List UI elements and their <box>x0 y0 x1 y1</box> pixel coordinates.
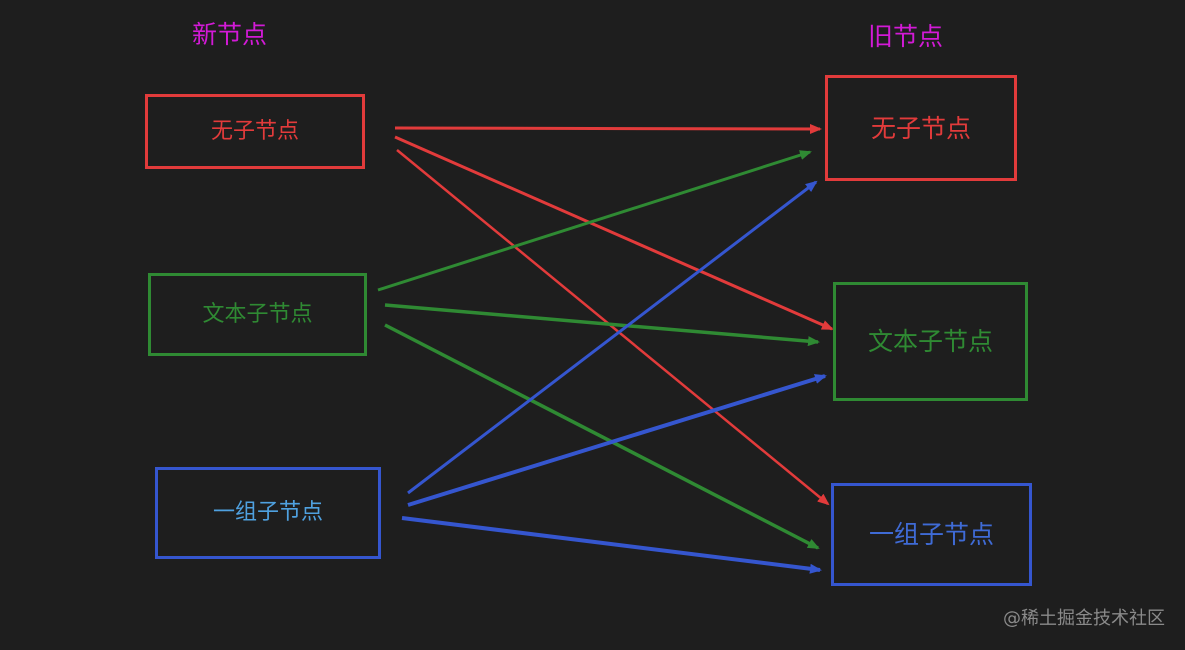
edge-none-to-array <box>396 149 830 506</box>
old-nodes-heading: 旧节点 <box>868 22 944 51</box>
edge-text-to-text <box>384 303 820 347</box>
edge-array-to-text <box>407 374 827 507</box>
edge-none-to-none <box>394 123 822 134</box>
old-node-none: 无子节点 <box>825 75 1017 181</box>
old-node-array: 一组子节点 <box>831 483 1032 586</box>
new-nodes-heading: 新节点 <box>192 20 268 49</box>
old-node-text: 文本子节点 <box>833 282 1028 401</box>
old-node-array-label: 一组子节点 <box>868 520 994 549</box>
new-node-text-label: 文本子节点 <box>202 301 313 327</box>
new-node-none: 无子节点 <box>145 94 365 169</box>
edge-text-to-array <box>384 323 820 550</box>
edge-array-to-none <box>407 180 818 495</box>
new-node-array-label: 一组子节点 <box>212 500 323 525</box>
new-node-array: 一组子节点 <box>155 467 381 559</box>
old-node-none-label: 无子节点 <box>870 113 971 143</box>
edge-text-to-none <box>377 150 812 292</box>
edge-array-to-array <box>401 516 822 574</box>
old-node-text-label: 文本子节点 <box>867 327 993 356</box>
new-node-text: 文本子节点 <box>148 273 367 356</box>
new-node-none-label: 无子节点 <box>210 118 299 144</box>
watermark-text: @稀土掘金技术社区 <box>1003 608 1165 629</box>
edge-none-to-text <box>394 135 834 331</box>
